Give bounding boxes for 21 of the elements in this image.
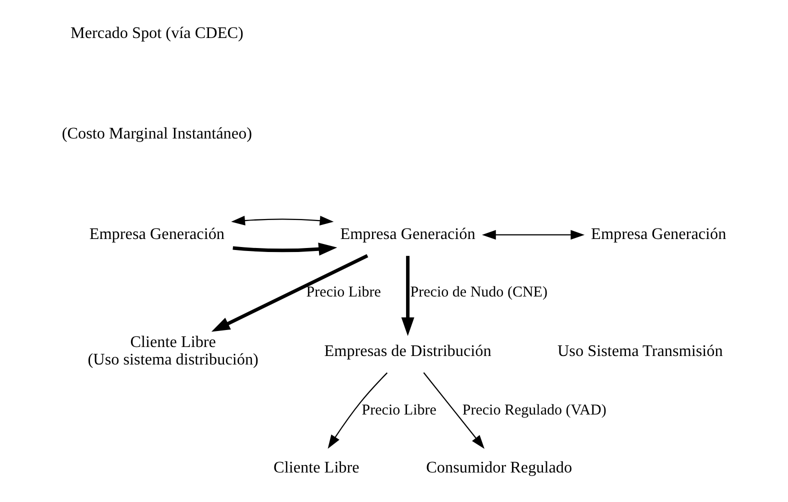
edge-label: Precio Libre (361, 402, 436, 418)
node-text: Empresa Generación (88, 226, 224, 244)
edge-label: Precio Libre (306, 284, 380, 301)
arrow (232, 242, 337, 256)
arrow (422, 372, 484, 449)
arrow (400, 256, 414, 336)
arrow (327, 372, 388, 449)
arrow (210, 254, 368, 332)
node-text: Consumidor Regulado (426, 460, 572, 477)
label: Uso Sistema Transmisión (556, 342, 722, 360)
node-text: Cliente Libre (Uso sistema distribución) (87, 334, 258, 369)
edge-label: Precio Regulado (VAD) (462, 402, 606, 418)
edge-label: Precio de Nudo (CNE) (410, 284, 547, 301)
label: (Costo Marginal Instantáneo) (61, 126, 252, 143)
label: Mercado Spot (vía CDEC) (70, 24, 243, 42)
arrow (481, 230, 584, 240)
node-text: Empresa Generación (590, 226, 726, 244)
node-text: Empresas de Distribución (324, 342, 491, 360)
node-text: Empresa Generación (340, 226, 475, 244)
node-text: Cliente Libre (273, 460, 359, 477)
arrow (230, 216, 334, 226)
